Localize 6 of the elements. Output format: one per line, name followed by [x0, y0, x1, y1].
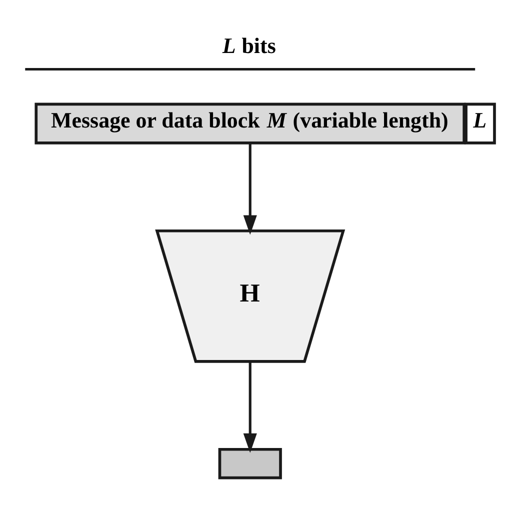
- node-box: [218, 448, 282, 480]
- node-box: Message or data block M (variable length): [34, 102, 466, 144]
- label: L bits: [222, 33, 276, 58]
- arrow: [243, 362, 257, 453]
- node-box: L: [464, 102, 496, 144]
- arrow: [243, 143, 257, 235]
